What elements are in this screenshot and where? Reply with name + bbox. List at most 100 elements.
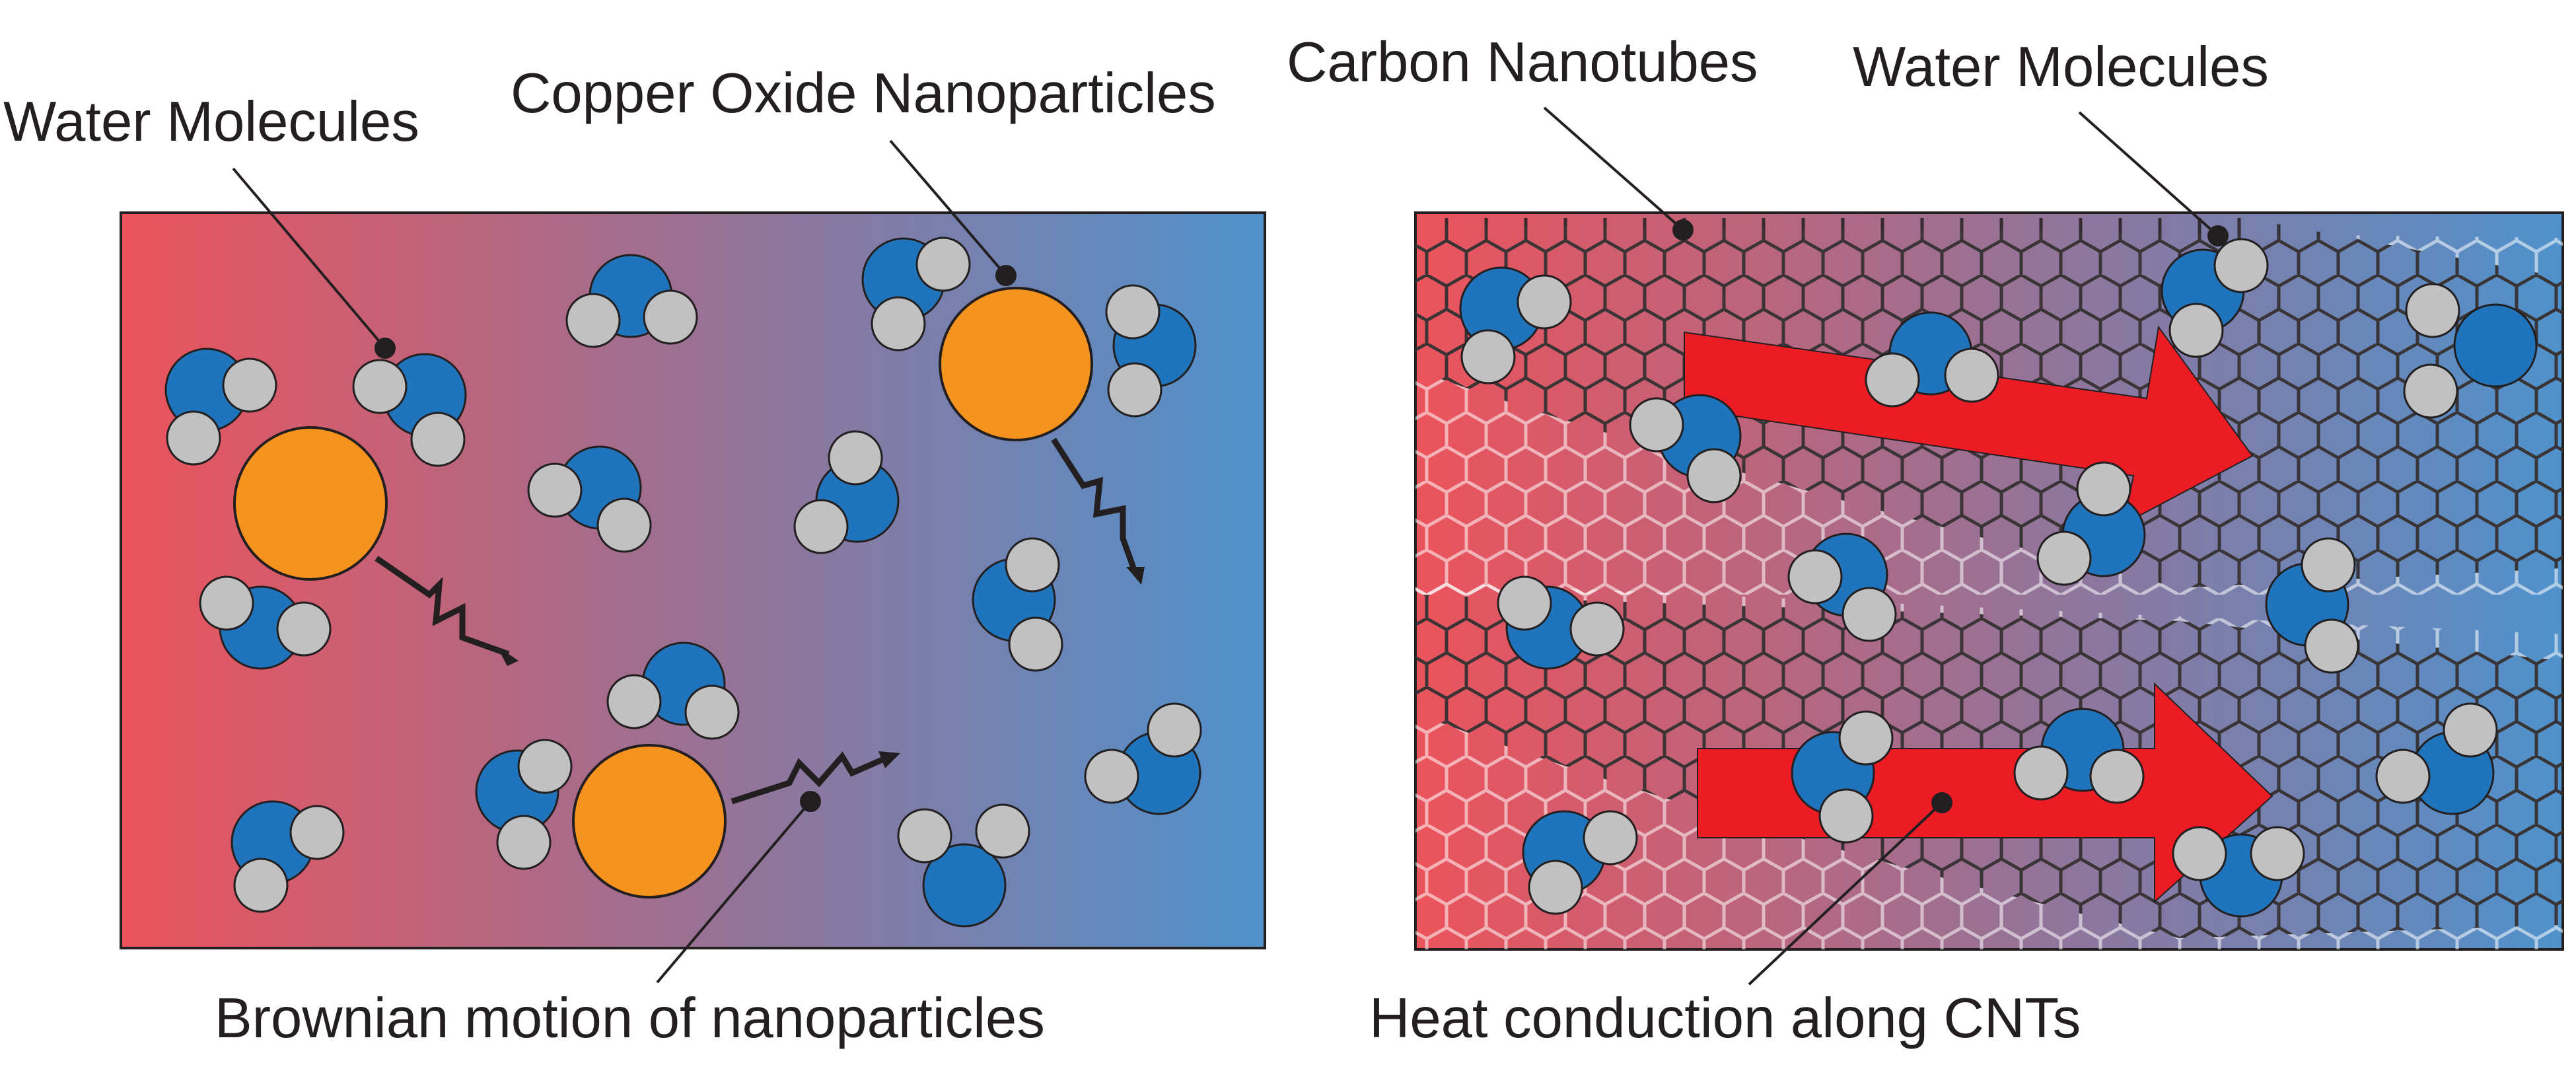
leader-dot [2207, 225, 2229, 246]
hydrogen-atom [1147, 702, 1202, 758]
arrow-head-icon [1126, 567, 1145, 585]
water-molecule [1084, 702, 1202, 815]
hydrogen-atom [1686, 448, 1742, 503]
oxygen-atom [2453, 303, 2538, 388]
hydrogen-atom [871, 296, 926, 351]
water-molecule [1105, 284, 1197, 418]
hydrogen-atom [643, 289, 698, 345]
hydrogen-atom [1944, 348, 1999, 403]
hydrogen-atom [289, 805, 345, 860]
hydrogen-atom [793, 499, 849, 554]
hydrogen-atom [1460, 329, 1516, 385]
hydrogen-atom [2076, 461, 2131, 517]
water-molecule [1787, 533, 1897, 642]
copper-oxide-nanoparticles [233, 287, 1093, 899]
hydrogen-atom [2405, 283, 2460, 338]
hydrogen-atom [975, 803, 1030, 859]
leader-dot [995, 265, 1017, 286]
nanoparticle [939, 287, 1093, 441]
hydrogen-atom [1084, 749, 1139, 804]
zigzag-arrow [731, 751, 886, 805]
hydrogen-atom [1517, 274, 1572, 330]
water-molecule [2403, 283, 2538, 419]
right-panel [1414, 211, 2564, 951]
hydrogen-atom [352, 359, 408, 414]
hydrogen-atom [410, 412, 466, 467]
hydrogen-atom [2375, 749, 2431, 804]
leader-dot [1931, 792, 1952, 813]
oxygen-atom [922, 843, 1007, 928]
hydrogen-atom [1105, 284, 1161, 340]
hydrogen-atom [527, 462, 583, 518]
hydrogen-atom [2250, 826, 2305, 881]
hydrogen-atom [596, 497, 652, 553]
leader-dot [1672, 219, 1694, 240]
water-molecule [352, 353, 467, 467]
hydrogen-atom [897, 808, 952, 864]
hydrogen-atom [1008, 616, 1063, 672]
hydrogen-atom [2036, 531, 2092, 586]
water-molecule [475, 739, 573, 870]
hydrogen-atom [565, 293, 621, 348]
water-molecule [2013, 708, 2145, 804]
water-molecule [1791, 710, 1894, 844]
water-molecule [2036, 461, 2146, 586]
hydrogen-atom [496, 815, 552, 870]
hydrogen-atom [828, 430, 883, 486]
water-molecule [2375, 702, 2498, 815]
hydrogen-atom [2013, 745, 2069, 801]
water-molecule [1522, 810, 1638, 915]
nanoparticle [572, 744, 727, 899]
label-brownian-motion: Brownian motion of nanoparticles [215, 987, 1045, 1050]
hydrogen-atom [606, 674, 662, 729]
water-molecule [164, 348, 277, 466]
hydrogen-atom [1583, 810, 1638, 865]
hydrogen-atom [166, 410, 221, 466]
water-molecule [606, 642, 740, 740]
hydrogen-atom [199, 575, 254, 631]
zigzag-arrow [1051, 437, 1138, 573]
water-molecule [1459, 266, 1572, 385]
hydrogen-atom [1005, 537, 1060, 593]
water-molecule [527, 445, 652, 553]
leader-lines [232, 106, 2229, 986]
label-heat-conduction: Heat conduction along CNTs [1369, 987, 2081, 1050]
hydrogen-atom [2403, 363, 2458, 419]
hydrogen-atom [1528, 860, 1583, 915]
hydrogen-atom [1818, 788, 1874, 844]
hydrogen-atom [1107, 362, 1163, 418]
water-molecule [793, 430, 900, 554]
water-molecule [199, 575, 332, 670]
water-molecule [231, 800, 345, 913]
water-molecule [1497, 575, 1625, 670]
hydrogen-atom [276, 601, 332, 657]
hydrogen-atom [684, 684, 740, 740]
water-molecule [565, 254, 698, 348]
water-molecule [1629, 394, 1742, 503]
label-carbon-nanotubes: Carbon Nanotubes [1287, 31, 1758, 94]
right-water-molecules [1459, 238, 2538, 918]
hydrogen-atom [517, 739, 573, 794]
water-molecule [2172, 826, 2305, 918]
heat-arrow-icon [1684, 325, 2254, 525]
water-molecule [972, 537, 1063, 672]
arrow-head-icon [878, 751, 900, 768]
hydrogen-atom [1842, 587, 1897, 642]
brownian-motion-arrows [375, 437, 1145, 805]
hydrogen-atom [1865, 352, 1920, 408]
hydrogen-atom [2304, 618, 2359, 674]
nanoparticle [233, 426, 388, 581]
hydrogen-atom [2301, 537, 2356, 593]
hydrogen-atom [2443, 702, 2498, 758]
label-water-molecules-left: Water Molecules [3, 91, 419, 153]
hydrogen-atom [2168, 303, 2224, 358]
label-copper-oxide-nanoparticles: Copper Oxide Nanoparticles [511, 62, 1216, 125]
hydrogen-atom [1787, 549, 1843, 605]
hydrogen-atom [2172, 826, 2227, 881]
leader-dot [800, 791, 821, 812]
hydrogen-atom [1569, 601, 1625, 657]
water-molecule [1865, 311, 1999, 408]
hydrogen-atom [2213, 238, 2269, 293]
zigzag-arrow [375, 556, 510, 657]
